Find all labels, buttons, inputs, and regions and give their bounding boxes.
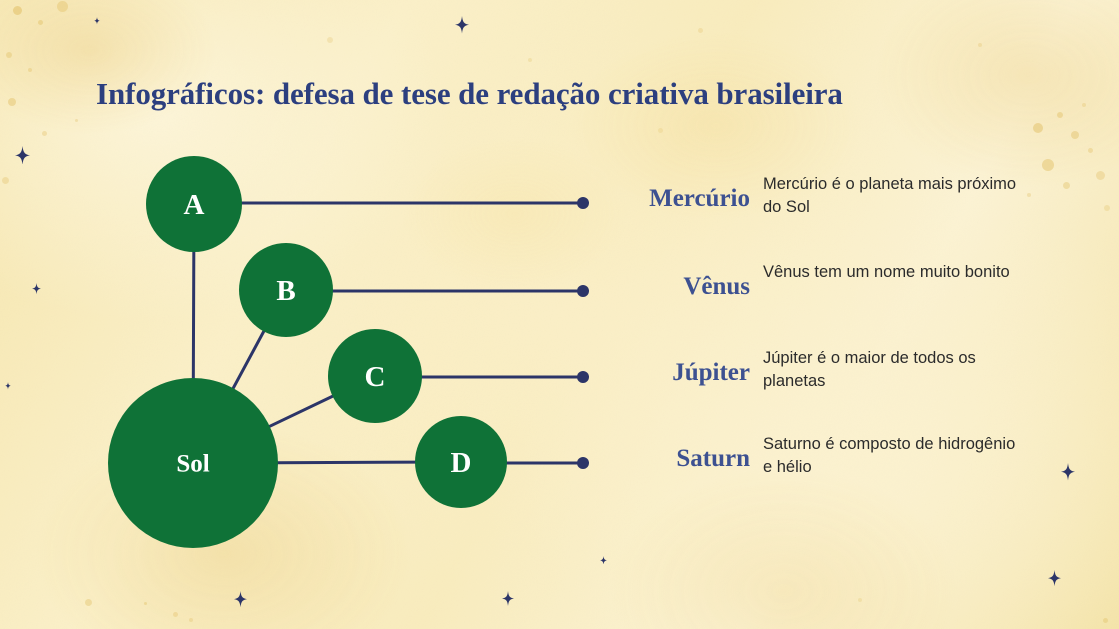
connector-dot-0 bbox=[577, 197, 589, 209]
connector-dot-3 bbox=[577, 457, 589, 469]
legend-item[interactable]: Mercúrio Mercúrio é o planeta mais próxim… bbox=[600, 175, 1100, 245]
bubble-node-b[interactable] bbox=[239, 243, 333, 337]
bubble-node-label-b: B bbox=[276, 275, 295, 307]
bubble-node-label-sol: Sol bbox=[176, 451, 209, 478]
bubble-node-d[interactable] bbox=[415, 416, 507, 508]
legend-item-name: Júpiter bbox=[672, 359, 750, 386]
bubble-node-sol[interactable] bbox=[108, 378, 278, 548]
connector-sol-to-d bbox=[274, 460, 419, 465]
legend-item-description: Mercúrio é o planeta mais próximo do Sol bbox=[763, 175, 1017, 216]
bubble-node-c[interactable] bbox=[328, 329, 422, 423]
bubble-node-a[interactable] bbox=[146, 156, 242, 252]
legend-item-description: Júpiter é o maior de todos os planetas bbox=[763, 349, 976, 390]
page-title: Infográficos: defesa de tese de redação … bbox=[96, 76, 843, 111]
connector-dot-1 bbox=[577, 285, 589, 297]
connector-dot-2 bbox=[577, 371, 589, 383]
connector-sol-to-a bbox=[191, 248, 196, 382]
legend-item-name: Mercúrio bbox=[649, 185, 750, 212]
bubble-node-label-c: C bbox=[365, 361, 386, 393]
legend-item-description: Saturno é composto de hidrogênio e hélio bbox=[763, 435, 1016, 476]
connector-end-dots bbox=[577, 197, 589, 469]
legend-item-name: Saturn bbox=[676, 445, 750, 472]
legend-item[interactable]: Vênus Vênus tem um nome muito bonito bbox=[600, 263, 1100, 333]
legend-item[interactable]: Júpiter Júpiter é o maior de todos os pla… bbox=[600, 349, 1100, 419]
bubble-nodes: Sol A B C D bbox=[108, 156, 507, 548]
connector-lines bbox=[191, 201, 585, 465]
legend-item-description: Vênus tem um nome muito bonito bbox=[763, 263, 1010, 281]
bubble-node-label-d: D bbox=[451, 447, 472, 479]
legend-item[interactable]: Saturn Saturno é composto de hidrogênio e… bbox=[600, 435, 1100, 505]
bubble-node-label-a: A bbox=[184, 189, 205, 221]
connector-sol-to-c bbox=[266, 393, 336, 429]
legend-item-name: Vênus bbox=[683, 273, 750, 300]
connector-sol-to-b bbox=[230, 328, 267, 392]
